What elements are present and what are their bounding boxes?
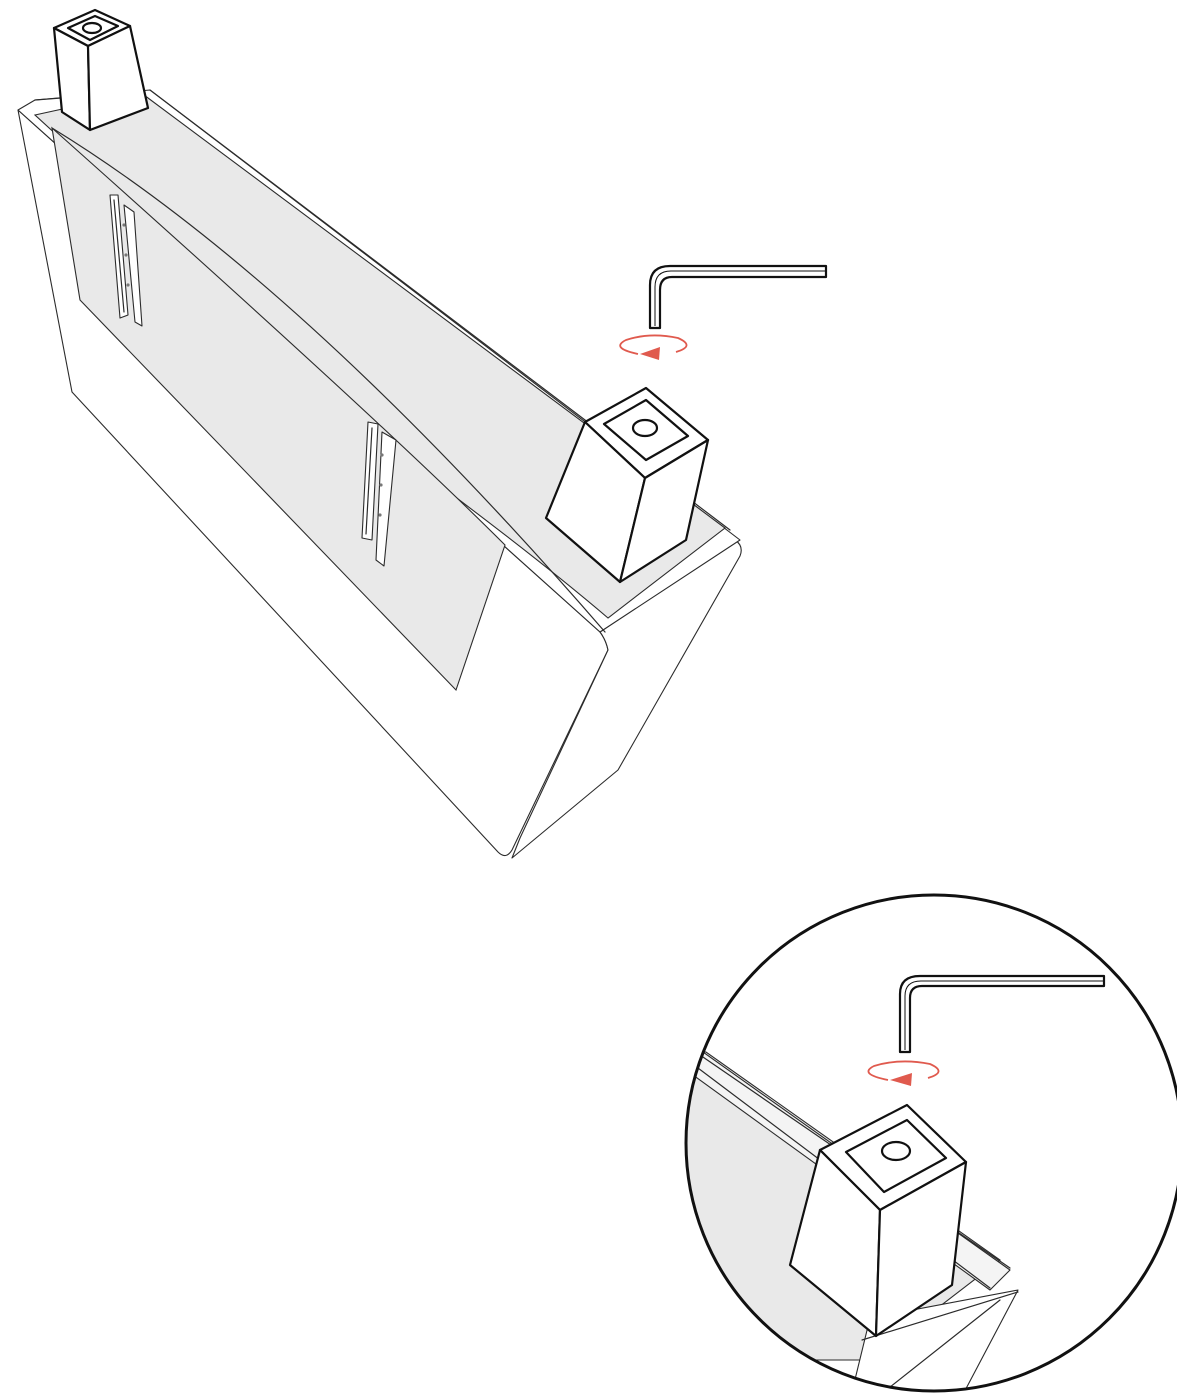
counterclockwise-rotation-icon — [619, 334, 688, 360]
leg-right — [544, 386, 710, 584]
headboard-end-face — [511, 539, 742, 859]
mounting-bracket-right — [361, 421, 397, 567]
detail-circle-frame — [684, 893, 1177, 1393]
leg-left — [52, 8, 150, 132]
detail-zoom-view — [684, 893, 1177, 1393]
hex-key-icon — [648, 264, 828, 330]
headboard-back-panel — [51, 126, 506, 692]
mounting-bracket-left — [109, 194, 143, 327]
headboard — [17, 89, 742, 859]
